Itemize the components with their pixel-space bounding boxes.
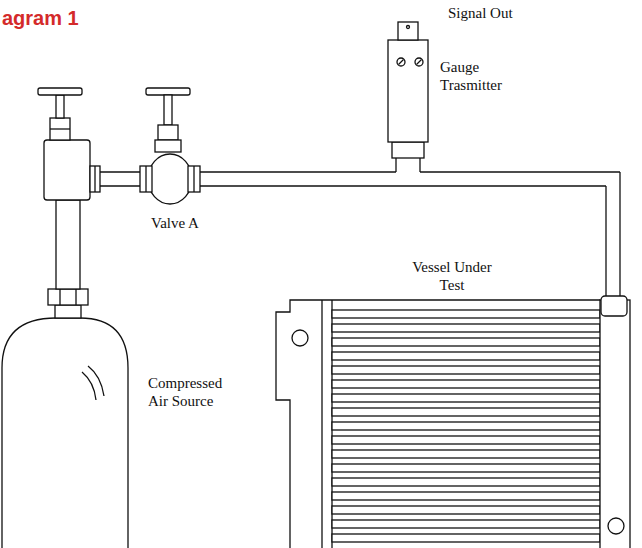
diagram-title: agram 1 <box>2 6 79 30</box>
vessel-label: Vessel Under Test <box>402 258 502 294</box>
signal-label: Signal Out <box>448 4 558 22</box>
valve-label: Valve A <box>125 214 225 232</box>
air-source-label: Compressed Air Source <box>148 374 240 410</box>
gauge-label: Gauge Trasmitter <box>440 58 520 94</box>
